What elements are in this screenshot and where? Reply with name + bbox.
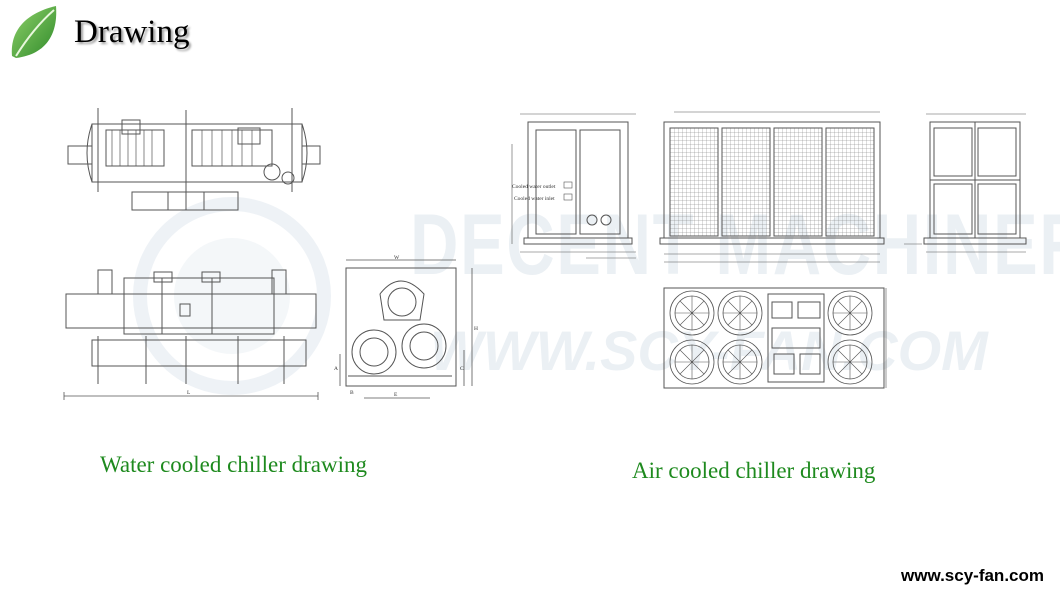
dimension-label-h: H [474,326,478,332]
dimension-label-a: A [334,366,338,372]
leaf-icon [11,6,57,58]
cooled-water-inlet-label: Cooled water inlet [514,196,555,202]
water-cooled-caption: Water cooled chiller drawing [100,452,368,477]
water-cooled-front-view: L [62,266,322,408]
water-cooled-top-view [62,100,322,218]
dimension-label-e: E [394,392,398,398]
air-cooled-end-elevation [900,108,1030,258]
air-cooled-top-view [660,284,892,392]
dimension-label-l: L [187,390,191,396]
air-cooled-caption: Air cooled chiller drawing [632,458,876,483]
cooled-water-outlet-label: Cooled water outlet [512,184,556,190]
dimension-label-c: C [460,366,464,372]
page-title: Drawing [74,14,190,50]
water-cooled-side-view: W H A B C E [334,254,484,404]
air-cooled-side-elevation: Cooled water outlet Cooled water inlet [506,108,646,264]
website-url[interactable]: www.scy-fan.com [901,566,1044,585]
air-cooled-front-elevation [658,108,888,268]
dimension-label-b: B [350,390,354,396]
dimension-label-w: W [394,255,400,261]
